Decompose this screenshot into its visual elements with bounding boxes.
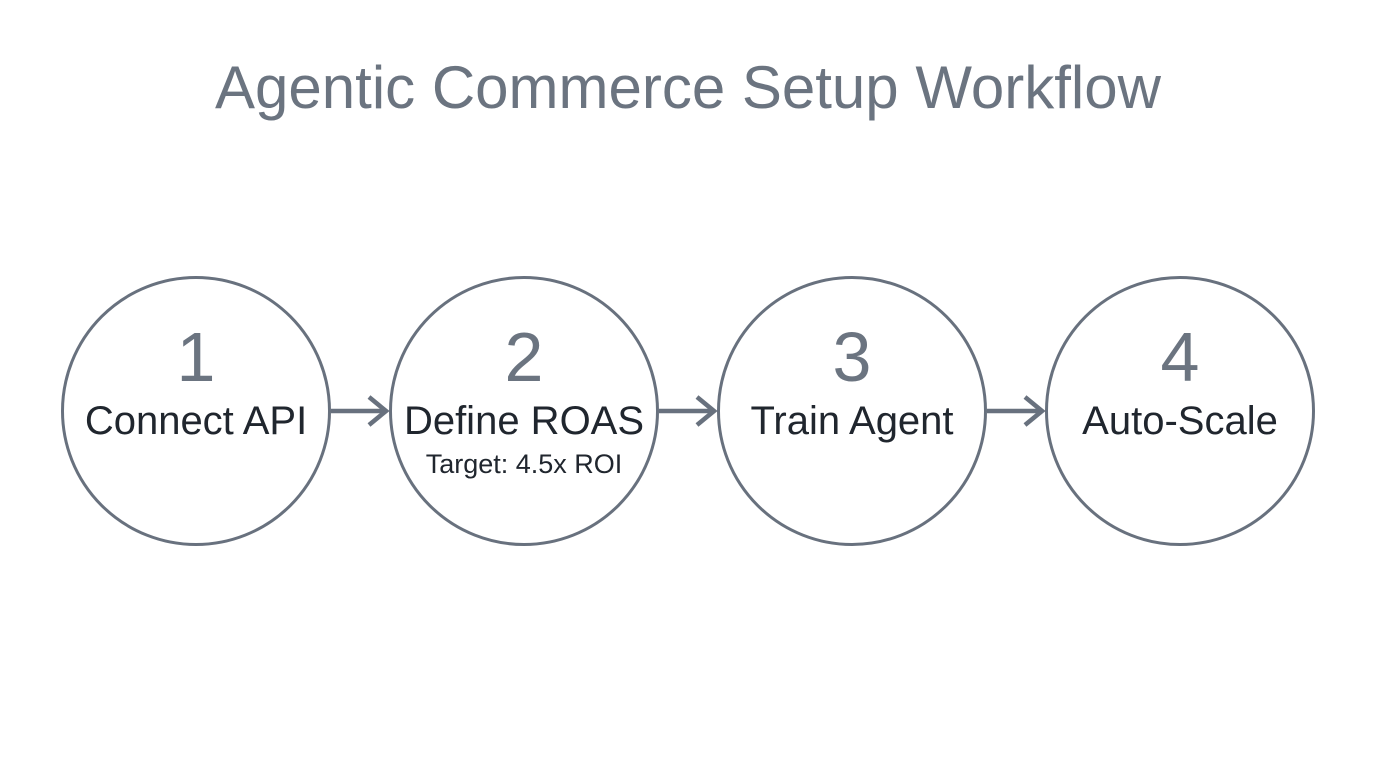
step-number: 2 <box>504 318 544 396</box>
step-label: Train Agent <box>750 399 954 443</box>
step-circle-4: 4 Auto-Scale <box>1045 276 1315 546</box>
flow-arrow-icon <box>331 395 389 427</box>
step-number: 1 <box>176 318 216 396</box>
workflow-diagram: 1 Connect API 2 Define ROAS Target: 4.5x… <box>0 276 1376 546</box>
step-label: Connect API <box>84 399 308 443</box>
page-title: Agentic Commerce Setup Workflow <box>215 54 1161 121</box>
step-sublabel: Target: 4.5x ROI <box>425 449 623 479</box>
step-label: Define ROAS <box>403 399 645 443</box>
step-number: 3 <box>832 318 872 396</box>
flow-arrow-icon <box>659 395 717 427</box>
step-circle-2: 2 Define ROAS Target: 4.5x ROI <box>389 276 659 546</box>
flow-arrow-icon <box>987 395 1045 427</box>
step-label: Auto-Scale <box>1082 399 1278 443</box>
step-circle-1: 1 Connect API <box>61 276 331 546</box>
step-circle-3: 3 Train Agent <box>717 276 987 546</box>
step-number: 4 <box>1160 318 1200 396</box>
